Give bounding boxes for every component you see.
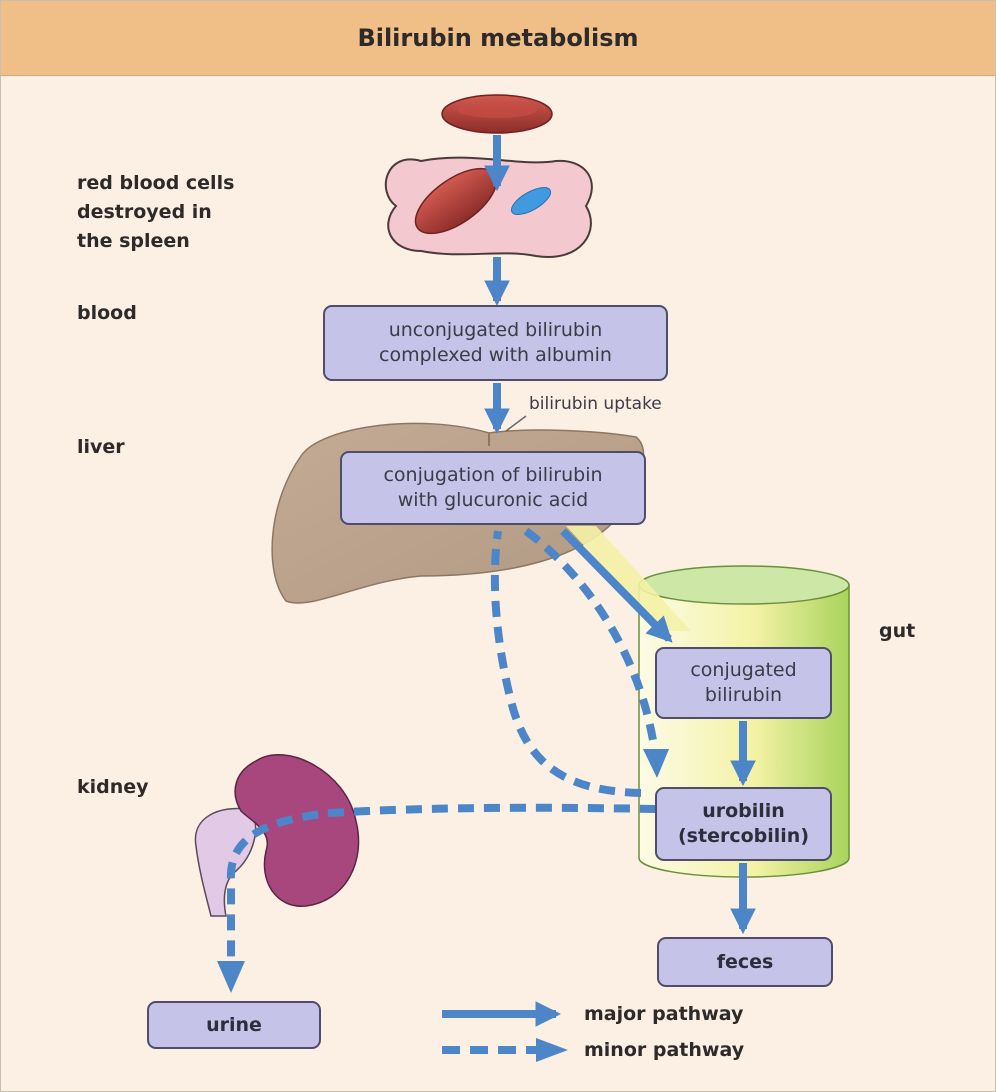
title-bar: Bilirubin metabolism: [1, 1, 995, 76]
minor-liver-to-urobilin: [523, 527, 659, 754]
minor-arrows: [226, 527, 659, 963]
legend-minor-arrowhead: [536, 1038, 568, 1062]
major-arrows: [484, 135, 756, 935]
label-bilirubin-uptake: bilirubin uptake: [529, 394, 662, 414]
box-feces: feces: [657, 937, 833, 987]
label-blood: blood: [77, 302, 137, 324]
box-unconjugated-bilirubin: unconjugated bilirubin complexed with al…: [323, 305, 668, 381]
diagram-title: Bilirubin metabolism: [357, 24, 639, 52]
legend-major-label: major pathway: [584, 1003, 744, 1025]
box-conjugation: conjugation of bilirubin with glucuronic…: [340, 451, 646, 525]
box-urobilin: urobilin (stercobilin): [655, 787, 832, 861]
label-gut: gut: [879, 620, 916, 642]
uptake-leader-line: [505, 415, 527, 432]
box-conjugated-bilirubin: conjugated bilirubin: [655, 647, 832, 719]
bile-duct-icon: [566, 526, 691, 631]
spleen-icon: [384, 156, 593, 258]
minor-arrowhead-urobilin: [643, 749, 669, 778]
legend-minor-label: minor pathway: [584, 1039, 745, 1061]
label-liver: liver: [77, 436, 125, 458]
minor-arrowhead-urine: [217, 961, 245, 993]
label-spleen: red blood cells destroyed in the spleen: [77, 172, 235, 252]
red-blood-cell-icon: [441, 94, 553, 134]
kidney-icon: [194, 754, 360, 917]
label-kidney: kidney: [77, 776, 149, 798]
arrow-liver-to-gut: [560, 528, 673, 643]
minor-urobilin-to-liver: [490, 530, 642, 797]
box-urine: urine: [147, 1001, 321, 1049]
minor-urobilin-to-kidney: [226, 803, 657, 963]
